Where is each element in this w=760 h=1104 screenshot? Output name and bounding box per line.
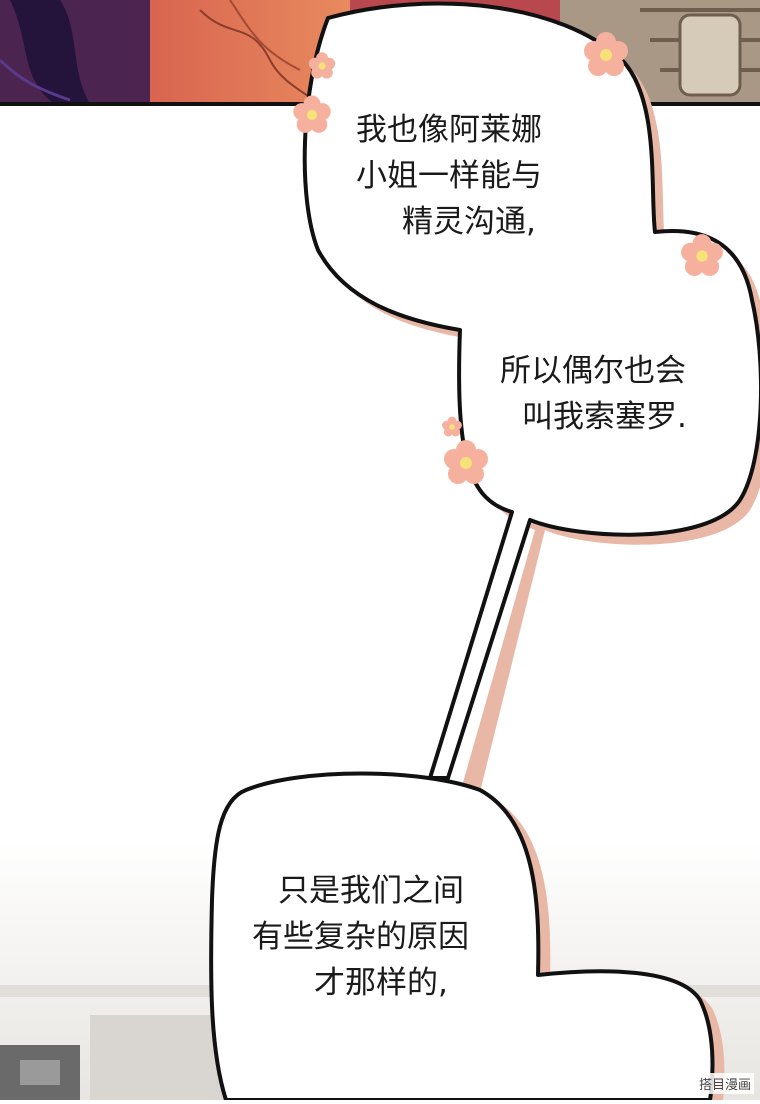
bubble-text-1: 我也像阿莱娜 小姐一样能与 精灵沟通, [356,107,542,245]
bubble-1-line-3: 精灵沟通, [402,204,536,240]
speech-bubble-lower [209,771,715,1102]
bubble-text-3: 只是我们之间 有些复杂的原因 才那样的, [252,868,469,1006]
speech-bubble-upper [302,1,760,780]
speech-bubbles [209,1,760,1102]
flower-icon [293,95,331,133]
flower-icon [308,52,336,79]
flower-icon [442,416,462,437]
flower-decorations [293,32,723,484]
bubble-3-line-3: 才那样的, [314,965,448,1001]
bubble-1-line-1: 我也像阿莱娜 [356,112,542,148]
bubble-2-line-2: 叫我索塞罗. [522,399,687,435]
flower-icon [681,234,723,276]
flower-icon [584,32,628,76]
flower-icon [444,440,488,484]
bubble-3-line-1: 只是我们之间 [278,873,464,909]
bubble-2-line-1: 所以偶尔也会 [500,353,686,389]
watermark-label: 搭目漫画 [695,1073,754,1094]
bubble-3-line-2: 有些复杂的原因 [252,919,469,955]
bubble-1-line-2: 小姐一样能与 [356,158,542,194]
bubble-text-2: 所以偶尔也会 叫我索塞罗. [500,348,687,440]
